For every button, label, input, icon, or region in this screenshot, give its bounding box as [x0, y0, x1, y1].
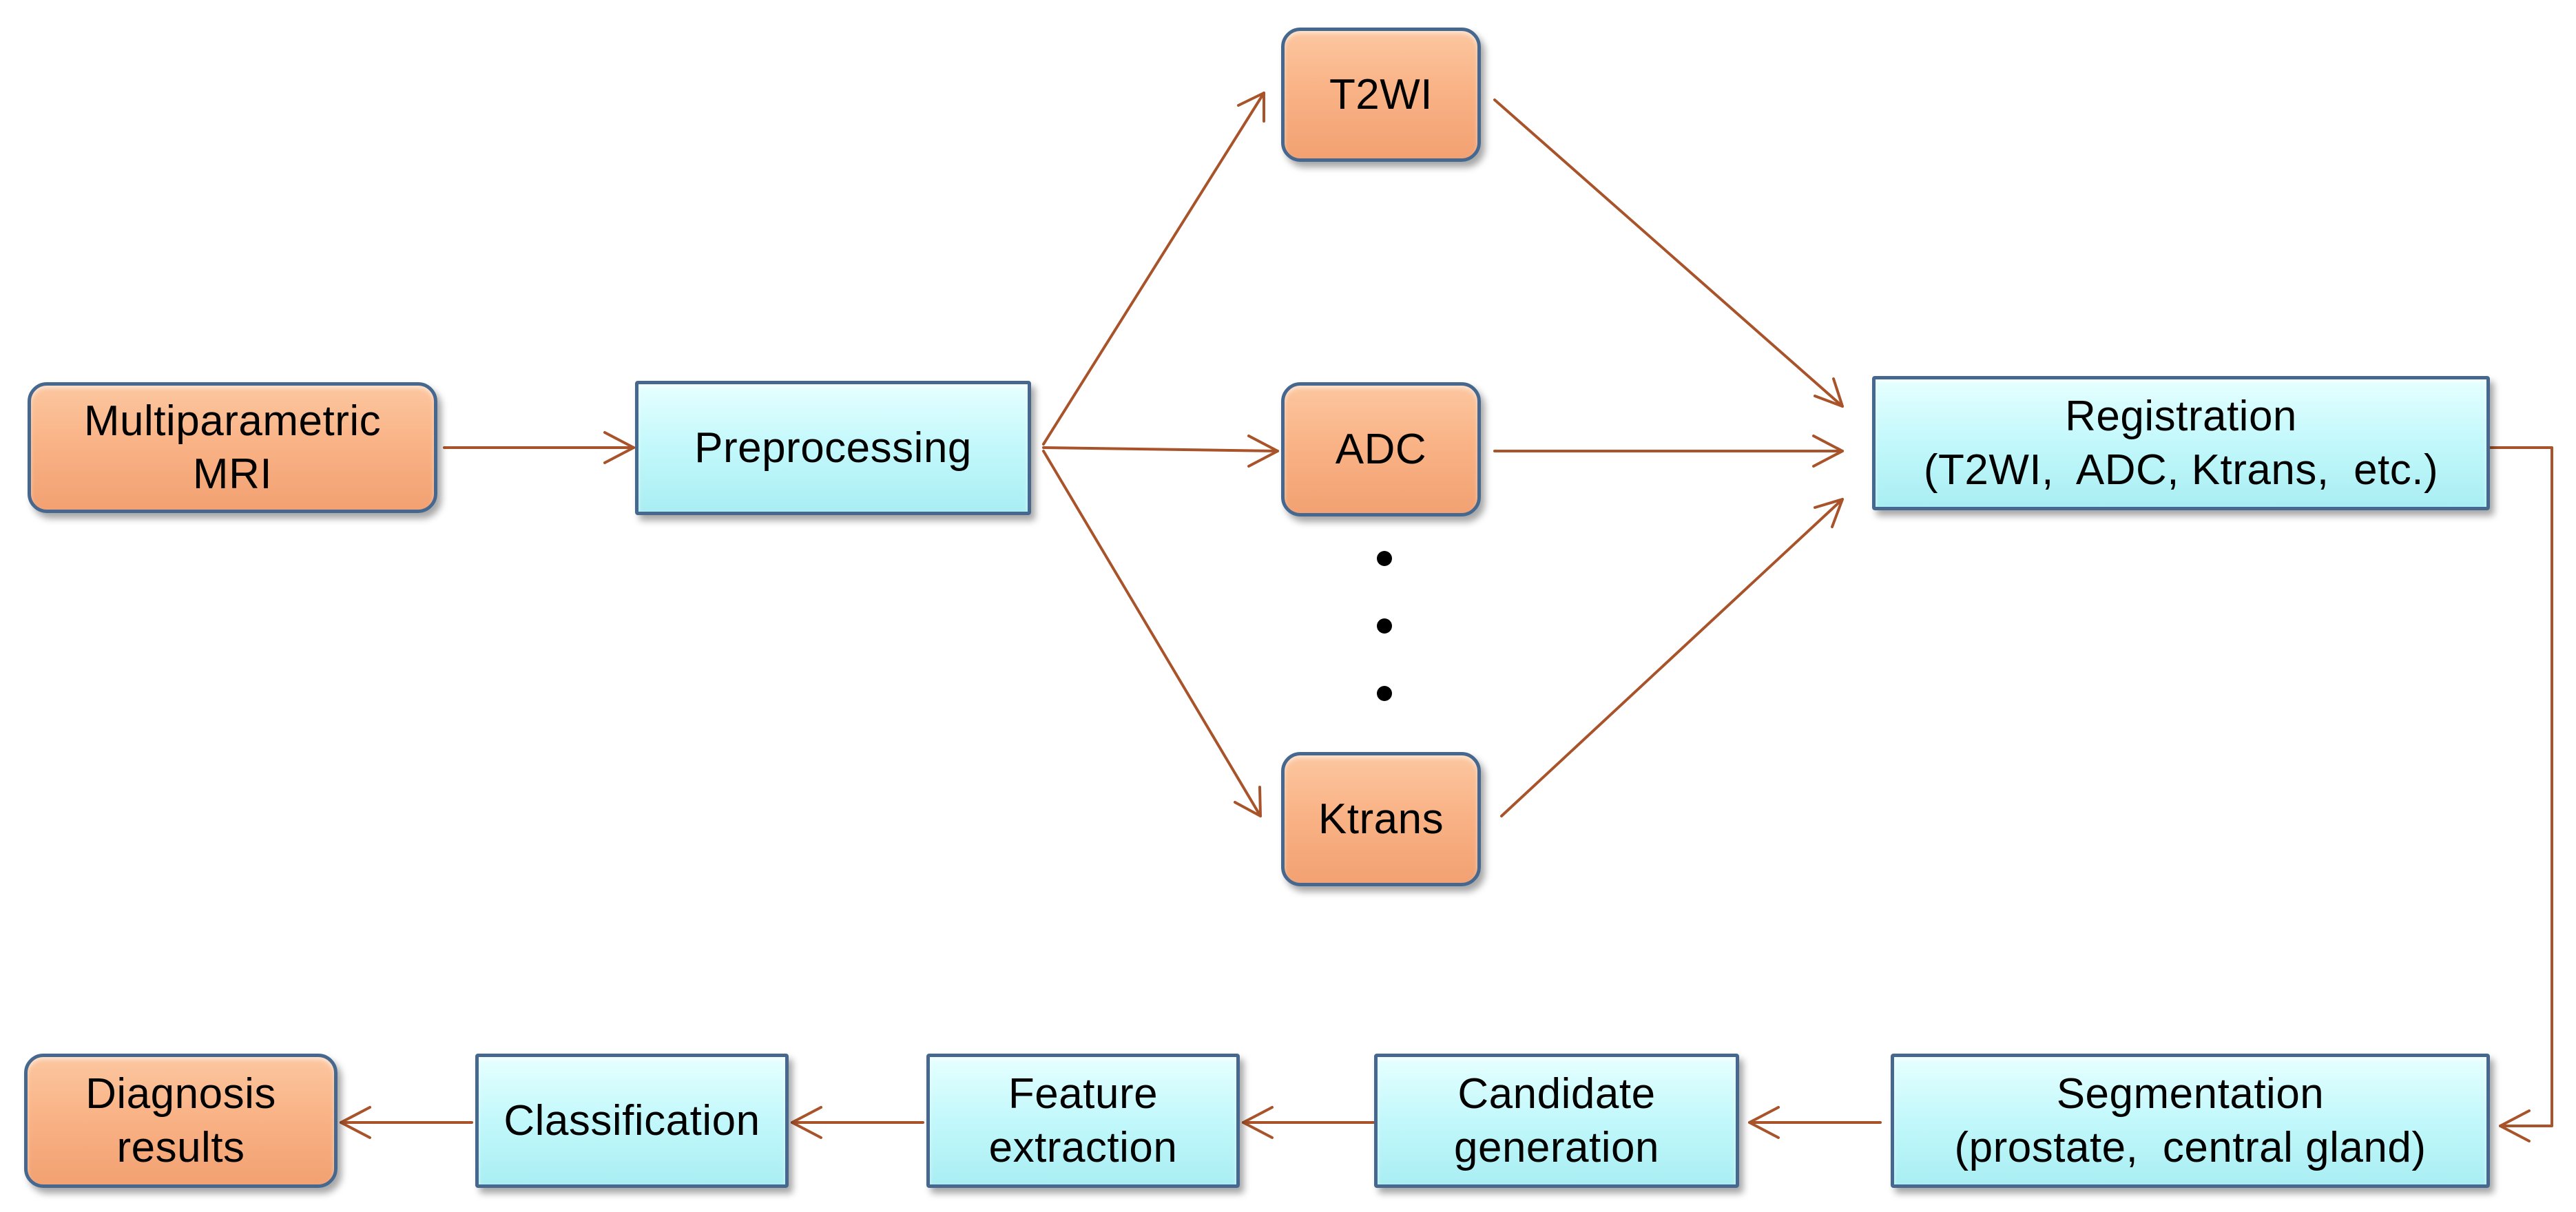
arrowhead-feature-to-classification [791, 1106, 822, 1139]
ellipsis-dot-3 [1377, 686, 1392, 701]
arrow-preprocessing-to-t2wi [1042, 92, 1265, 446]
arrowhead-preprocessing-to-adc [1247, 435, 1279, 468]
node-preprocessing-label: Preprocessing [694, 424, 972, 472]
arrowhead-mri-to-preprocessing [603, 431, 635, 464]
arrowhead-registration-to-segmentation [2499, 1109, 2531, 1142]
arrowhead-ktrans-to-registration [1814, 498, 1844, 528]
node-segmentation-label: Segmentation (prostate, central gland) [1954, 1070, 2427, 1171]
arrow-registration-to-segmentation [2489, 446, 2553, 1127]
node-candidate-generation-label: Candidate generation [1453, 1070, 1660, 1171]
node-registration-label: Registration (T2WI, ADC, Ktrans, etc.) [1923, 393, 2439, 494]
node-adc-label: ADC [1335, 425, 1427, 473]
node-preprocessing: Preprocessing [635, 381, 1031, 515]
arrow-ktrans-to-registration [1500, 498, 1844, 817]
arrow-preprocessing-to-adc [1042, 446, 1279, 452]
node-classification: Classification [475, 1054, 789, 1188]
node-ktrans-label: Ktrans [1318, 795, 1444, 843]
arrow-t2wi-to-registration [1493, 98, 1844, 408]
node-registration: Registration (T2WI, ADC, Ktrans, etc.) [1872, 376, 2490, 510]
node-ktrans: Ktrans [1281, 752, 1481, 886]
node-t2wi-label: T2WI [1329, 70, 1433, 118]
arrowhead-classification-to-diagnosis [340, 1106, 371, 1139]
arrowhead-preprocessing-to-ktrans [1234, 786, 1262, 817]
node-segmentation: Segmentation (prostate, central gland) [1891, 1054, 2490, 1188]
arrowhead-candidate-to-feature [1242, 1106, 1274, 1139]
node-classification-label: Classification [503, 1096, 760, 1145]
node-feature-extraction-label: Feature extraction [988, 1070, 1178, 1171]
node-diagnosis-results-label: Diagnosis results [85, 1070, 276, 1171]
ellipsis-dot-2 [1377, 618, 1392, 634]
node-candidate-generation: Candidate generation [1374, 1054, 1739, 1188]
arrowhead-adc-to-registration [1812, 435, 1844, 468]
node-multiparametric-mri: Multiparametric MRI [28, 382, 437, 513]
node-feature-extraction: Feature extraction [926, 1054, 1240, 1188]
node-adc: ADC [1281, 382, 1481, 516]
node-diagnosis-results: Diagnosis results [24, 1054, 337, 1188]
arrow-preprocessing-to-ktrans [1042, 450, 1262, 817]
arrowhead-preprocessing-to-t2wi [1237, 92, 1265, 123]
ellipsis-dot-1 [1377, 551, 1392, 566]
node-t2wi: T2WI [1281, 28, 1481, 162]
node-multiparametric-mri-label: Multiparametric MRI [83, 397, 382, 499]
arrowhead-t2wi-to-registration [1814, 377, 1844, 408]
arrowhead-segmentation-to-candidate [1748, 1106, 1780, 1139]
